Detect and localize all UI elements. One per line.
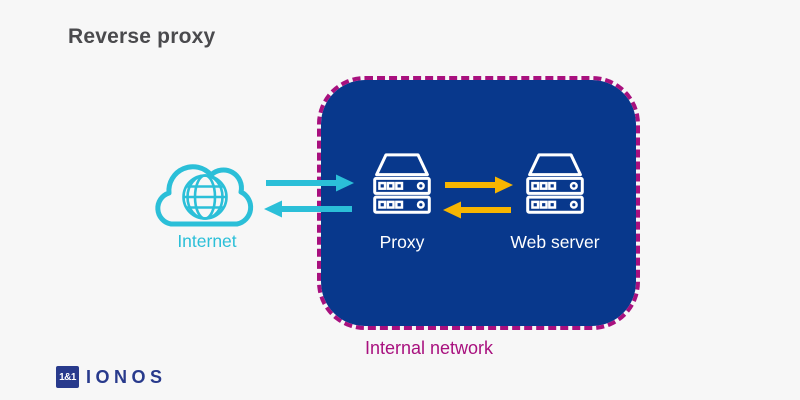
proxy-label: Proxy <box>379 232 425 252</box>
brand-logo: 1&1 IONOS <box>56 366 167 388</box>
brand-logo-1and1-icon: 1&1 <box>56 366 79 388</box>
arrow-internet-to-proxy-icon <box>266 174 354 192</box>
arrow-proxy-to-webserver-icon <box>445 176 513 194</box>
internal-network-label: Internal network <box>364 338 494 358</box>
page-title: Reverse proxy <box>68 25 216 48</box>
internet-label: Internet <box>177 231 237 251</box>
arrow-webserver-to-proxy-icon <box>443 201 511 219</box>
web-server-icon <box>526 153 584 214</box>
cloud-globe-icon <box>155 164 254 227</box>
brand-logo-text: IONOS <box>86 366 167 387</box>
arrow-proxy-to-internet-icon <box>264 200 352 218</box>
web-server-label: Web server <box>510 232 600 252</box>
proxy-server-icon <box>373 153 431 214</box>
